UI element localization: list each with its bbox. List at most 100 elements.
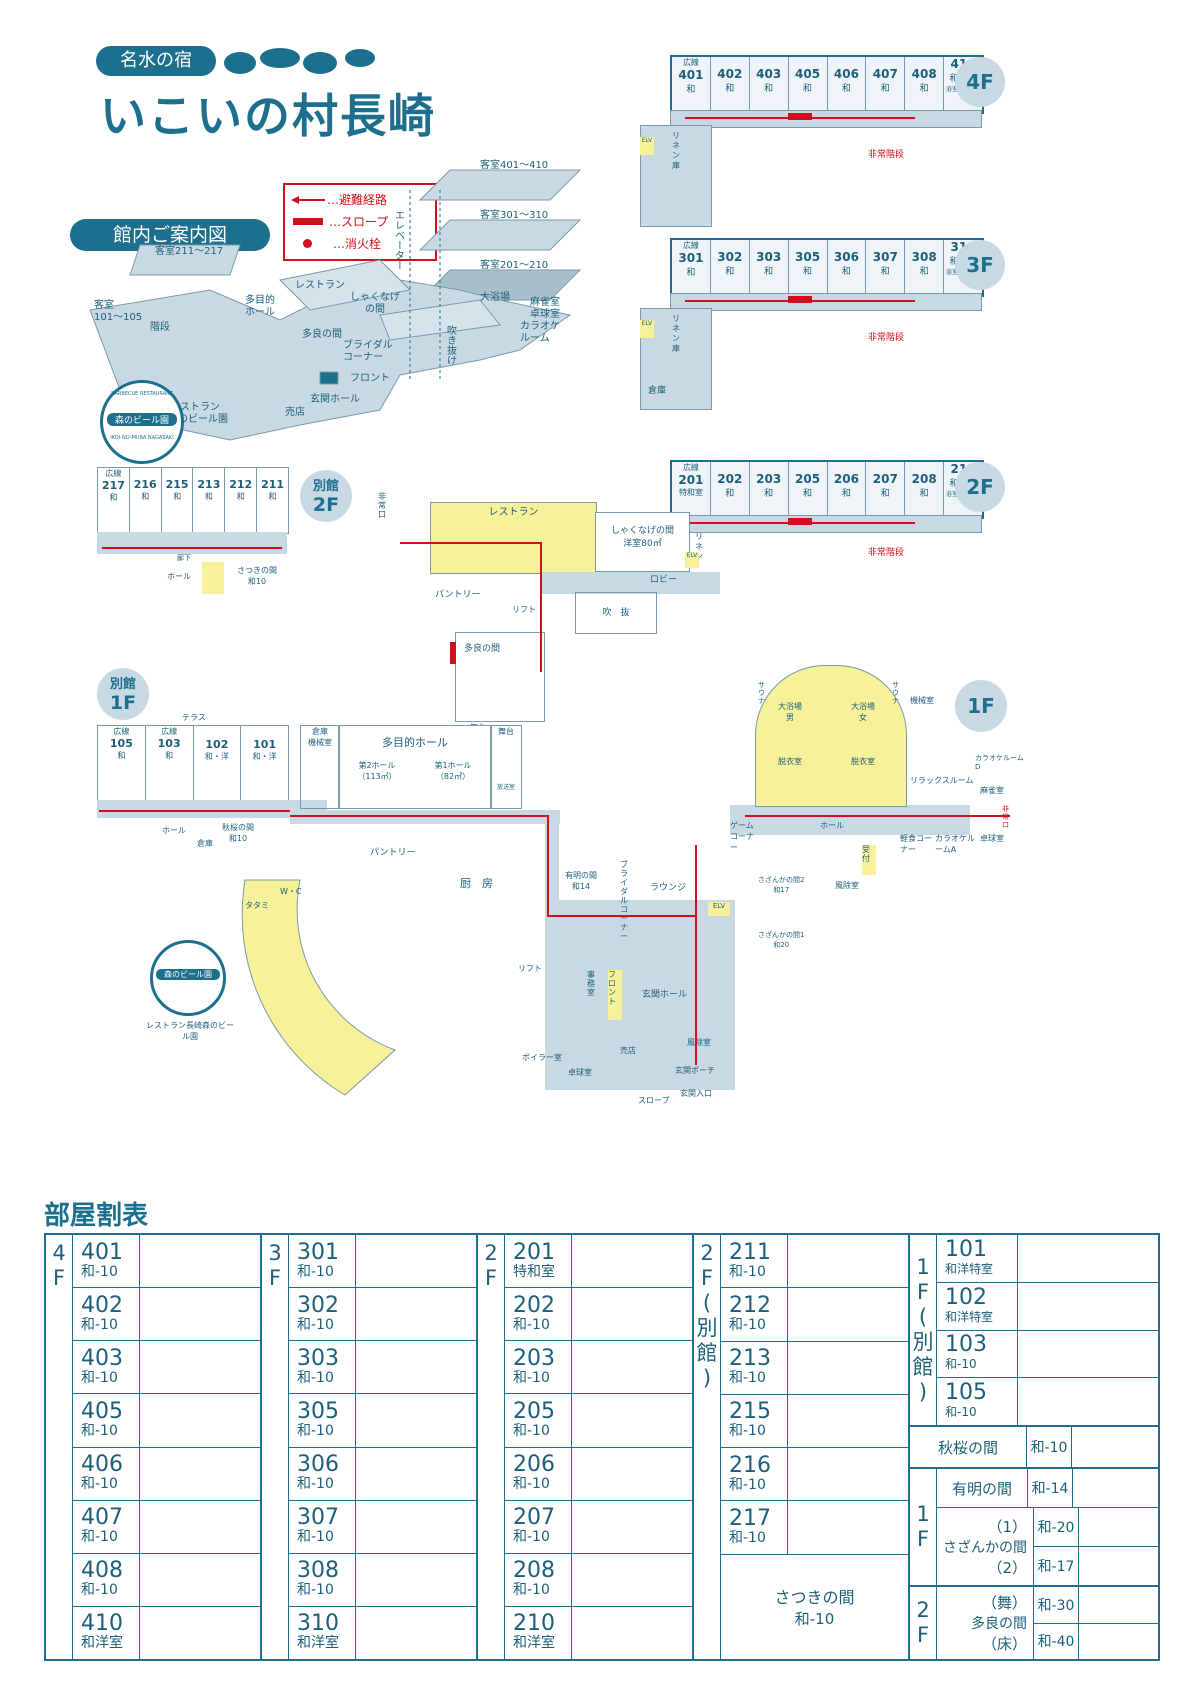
bath-men: 大浴場男: [778, 702, 802, 722]
ov-label-ping: 卓球室: [530, 307, 560, 320]
assignment-cell[interactable]: [788, 1288, 908, 1340]
table-row-akizakura: 秋桜の間 和-10: [910, 1427, 1158, 1469]
room-type: 和洋室: [513, 1635, 555, 1652]
assignment-cell[interactable]: [356, 1501, 476, 1553]
room-type: 和-10: [81, 1316, 118, 1333]
f1-pingpong2: 卓球室: [980, 834, 1004, 843]
assignment-cell[interactable]: [1018, 1283, 1158, 1330]
assignment-cell[interactable]: [788, 1448, 908, 1500]
ov-label-bath: 大浴場: [480, 290, 510, 303]
assignment-cell[interactable]: [140, 1341, 260, 1393]
ov-label-bri2: コーナー: [343, 351, 383, 363]
assignment-cell[interactable]: [356, 1554, 476, 1606]
satsuki-cell[interactable]: さつきの間和-10: [774, 1588, 855, 1629]
assignment-cell[interactable]: [140, 1554, 260, 1606]
assignment-cell[interactable]: [572, 1607, 692, 1659]
assignment-cell[interactable]: [572, 1235, 692, 1287]
assignment-cell[interactable]: [140, 1501, 260, 1553]
assignment-cell[interactable]: [140, 1607, 260, 1659]
assignment-cell[interactable]: [140, 1235, 260, 1287]
f1-baths: 大浴場男 大浴場女 脱衣室 脱衣室 サウナ サウナ: [755, 665, 907, 807]
slope-bar-icon: [293, 218, 323, 225]
dressing-men: 脱衣室: [778, 757, 802, 766]
f1-windscreen: 風除室: [687, 1038, 711, 1047]
ov-label-101b: 101～105: [94, 312, 142, 323]
logo-dots: [224, 48, 375, 74]
assignment-cell[interactable]: [788, 1395, 908, 1447]
assignment-cell[interactable]: [572, 1341, 692, 1393]
room-type: 和-10: [729, 1316, 766, 1333]
assignment-cell[interactable]: [140, 1288, 260, 1340]
f1-porch: 玄関ポーチ: [675, 1066, 715, 1075]
f1-shop: 売店: [620, 1046, 636, 1055]
assignment-cell[interactable]: [572, 1394, 692, 1446]
f1-evac-3: [547, 915, 697, 917]
assignment-cell[interactable]: [572, 1448, 692, 1500]
assignment-cell[interactable]: [788, 1235, 908, 1287]
f1-uketsuke: 受付: [862, 845, 876, 875]
annex2-hall: ホール: [167, 572, 191, 581]
assignment-cell[interactable]: [356, 1288, 476, 1340]
room-type: 和-10: [729, 1263, 766, 1280]
f1-lounge: ラウンジ: [650, 883, 687, 893]
assignment-cell[interactable]: [1018, 1378, 1158, 1425]
assignment-cell[interactable]: [356, 1235, 476, 1287]
ov-label-kar1: カラオケ: [520, 320, 560, 332]
f1-evac-4: [695, 845, 697, 1065]
f1-entrance: 玄関入口: [680, 1089, 712, 1098]
assignment-cell[interactable]: [1018, 1235, 1158, 1282]
room-number: 310: [297, 1611, 339, 1637]
ov-label-tara: 多良の間: [302, 327, 342, 340]
f1-slope-label: スロープ: [638, 1096, 670, 1105]
beer-logo-main: 森のビール園: [107, 413, 177, 426]
assignment-cell[interactable]: [356, 1448, 476, 1500]
assignment-cell[interactable]: [356, 1394, 476, 1446]
assignment-cell[interactable]: [572, 1501, 692, 1553]
assignment-cell[interactable]: [572, 1288, 692, 1340]
assignment-cell[interactable]: [1018, 1331, 1158, 1378]
room-number: 203: [513, 1345, 555, 1371]
beer-logo-top: BARBECUE RESTAURANT: [111, 391, 173, 397]
ov-label-mul1: 多目的: [245, 293, 275, 306]
f2-elv: ELV: [685, 552, 699, 568]
ov-label-shop: 売店: [285, 405, 305, 418]
room-type: 和-10: [297, 1476, 334, 1493]
room-number: 308: [297, 1558, 339, 1584]
assignment-cell[interactable]: [140, 1448, 260, 1500]
assignment-cell[interactable]: [788, 1342, 908, 1394]
f1-beer-label: レストラン長崎森のビール園: [146, 1021, 234, 1041]
assignment-cell[interactable]: [140, 1394, 260, 1446]
assignment-cell[interactable]: [356, 1341, 476, 1393]
f1-lounge-area: [545, 900, 735, 1090]
assignment-cell[interactable]: [572, 1554, 692, 1606]
ov-label-rest: レストラン: [295, 279, 345, 291]
assignment-cell[interactable]: [356, 1607, 476, 1659]
room-table-title: 部屋割表: [44, 1201, 149, 1231]
assignment-cell[interactable]: [788, 1501, 908, 1553]
